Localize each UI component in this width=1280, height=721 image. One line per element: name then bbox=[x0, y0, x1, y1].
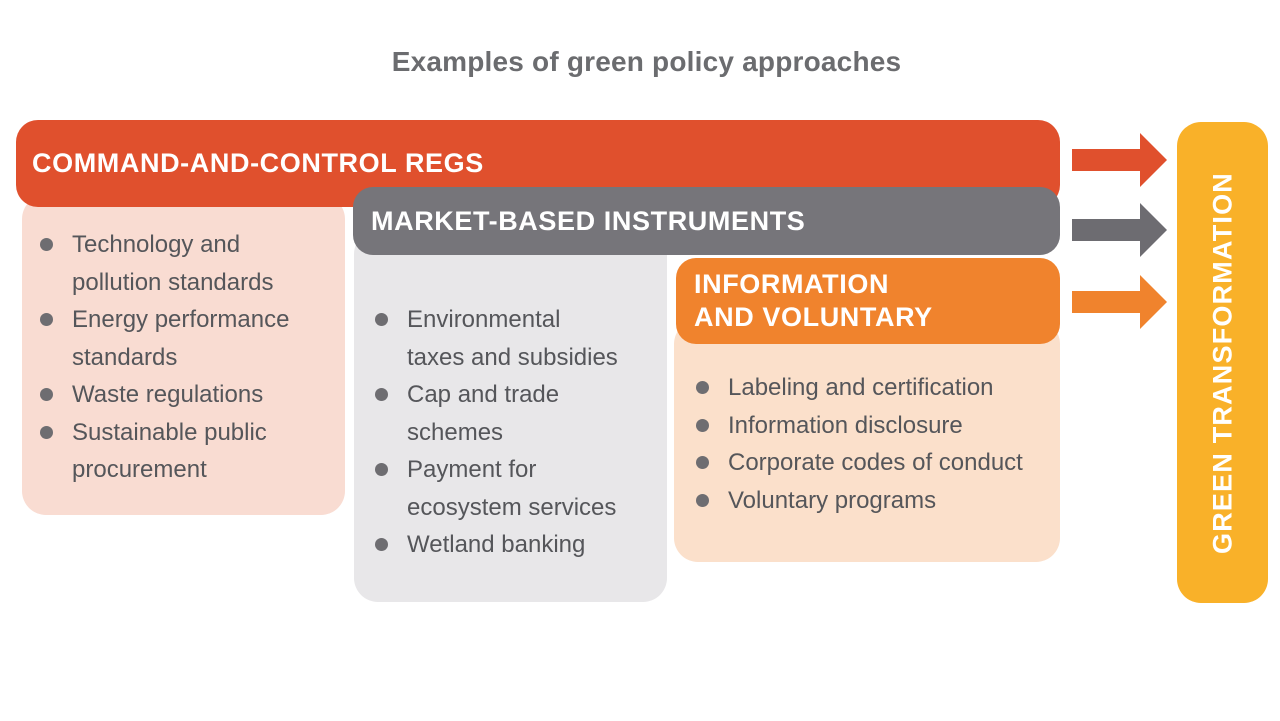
right-arrow-head-icon bbox=[1140, 275, 1167, 329]
list-item: Labeling and certification bbox=[696, 369, 1056, 407]
list-item-label: Wetland banking bbox=[407, 531, 586, 558]
list-item: Technology and pollution standards bbox=[40, 226, 340, 301]
bullet-icon bbox=[696, 418, 709, 432]
bullet-icon bbox=[40, 425, 53, 439]
list-item: Corporate codes of conduct bbox=[696, 444, 1056, 482]
command-regs-arrow bbox=[1072, 133, 1167, 187]
list-item-label: Voluntary programs bbox=[728, 486, 937, 514]
information-voluntary-arrow bbox=[1072, 275, 1167, 329]
list-item: Wetland banking bbox=[375, 526, 670, 564]
list-item: Sustainable public procurement bbox=[40, 414, 340, 489]
list-item-label: Labeling and certification bbox=[728, 374, 994, 401]
command-and-control-header-label: COMMAND-AND-CONTROL REGS bbox=[32, 148, 484, 178]
bullet-icon bbox=[375, 463, 388, 476]
list-item: Cap and trade schemes bbox=[375, 376, 670, 451]
list-item-label: Information disclosure bbox=[728, 411, 963, 439]
information-voluntary-list: Labeling and certification Information d… bbox=[696, 369, 1056, 519]
bullet-icon bbox=[375, 388, 388, 401]
bullet-icon bbox=[40, 313, 53, 326]
list-item-label: Payment for ecosystem services bbox=[407, 456, 617, 521]
green-transformation-bar: GREEN TRANSFORMATION bbox=[1177, 122, 1268, 603]
list-item-label: Technology and pollution standards bbox=[72, 231, 274, 296]
market-instruments-arrow bbox=[1072, 203, 1167, 257]
right-arrow-head-icon bbox=[1140, 133, 1167, 187]
arrow-shaft bbox=[1072, 149, 1141, 171]
information-voluntary-header: INFORMATION AND VOLUNTARY bbox=[676, 258, 1060, 344]
arrow-shaft bbox=[1072, 291, 1141, 313]
market-based-list: Environmental taxes and subsidies Cap an… bbox=[375, 301, 670, 564]
list-item-label: Corporate codes of conduct bbox=[728, 449, 1023, 476]
list-item: Energy performance standards bbox=[40, 301, 340, 376]
command-and-control-list: Technology and pollution standards Energ… bbox=[40, 226, 340, 489]
list-item: Environmental taxes and subsidies bbox=[375, 301, 670, 376]
list-item: Waste regulations bbox=[40, 376, 340, 414]
bullet-icon bbox=[375, 538, 388, 551]
bullet-icon bbox=[40, 238, 53, 251]
green-transformation-label: GREEN TRANSFORMATION bbox=[1207, 171, 1237, 554]
command-and-control-body bbox=[22, 195, 345, 515]
arrow-shaft bbox=[1072, 219, 1141, 241]
list-item-label: Energy performance standards bbox=[72, 306, 290, 371]
list-item: Voluntary programs bbox=[696, 482, 1056, 520]
market-based-header-label: MARKET-BASED INSTRUMENTS bbox=[371, 205, 806, 236]
bullet-icon bbox=[40, 388, 53, 401]
list-item: Information disclosure bbox=[696, 407, 1056, 445]
bullet-icon bbox=[696, 381, 709, 394]
page-title: Examples of green policy approaches bbox=[391, 46, 902, 77]
list-item-label: Waste regulations bbox=[72, 381, 264, 408]
information-voluntary-body bbox=[674, 320, 1060, 562]
list-item-label: Sustainable public procurement bbox=[72, 418, 267, 484]
bullet-icon bbox=[696, 493, 709, 507]
list-item-label: Cap and trade schemes bbox=[407, 381, 560, 446]
market-based-header: MARKET-BASED INSTRUMENTS bbox=[353, 187, 1060, 255]
list-item: Payment for ecosystem services bbox=[375, 451, 670, 526]
right-arrow-head-icon bbox=[1140, 203, 1167, 257]
information-voluntary-header-label: INFORMATION AND VOLUNTARY bbox=[694, 269, 933, 332]
market-based-body bbox=[354, 230, 667, 602]
list-item-label: Environmental taxes and subsidies bbox=[407, 306, 618, 371]
bullet-icon bbox=[375, 313, 388, 326]
bullet-icon bbox=[696, 456, 709, 469]
